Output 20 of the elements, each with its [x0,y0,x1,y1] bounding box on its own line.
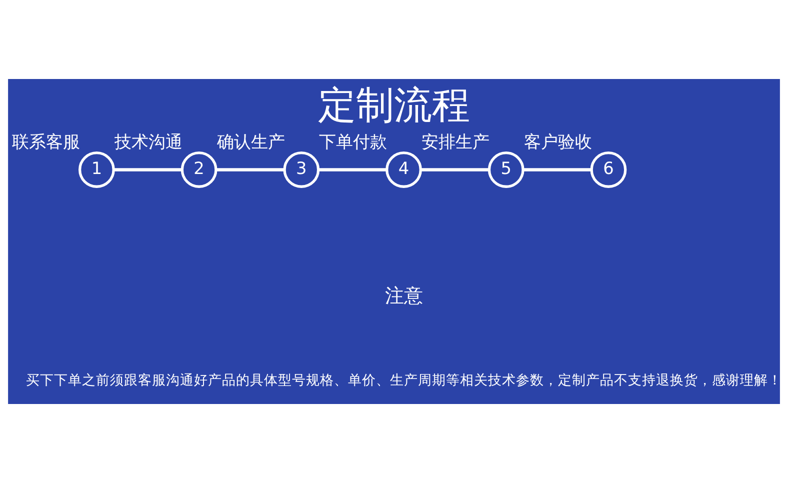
label: 买下下单之前须跟客服沟通好产品的具体型号规格、单价、生产周期等相关技术参数，定制产品不支持退换货，感谢理解！ [26,372,782,388]
connector [523,168,592,171]
connector [420,168,490,171]
node-circle: 2 [180,151,218,188]
node-label: 客户验收 [524,130,592,151]
node-circle: 4 [386,151,422,188]
connector [216,168,284,171]
node-circle: 3 [283,151,320,188]
node-circle: 5 [488,151,524,188]
node-circle: 6 [590,151,627,188]
node-label: 技术沟通 [114,130,182,151]
node-circle: 1 [78,151,115,188]
diagram-title: 定制流程 [318,82,470,126]
node-label: 安排生产 [421,130,490,151]
connector [114,168,182,171]
connector [318,168,387,171]
node-label: 下单付款 [319,130,388,151]
node-label: 确认生产 [216,130,285,151]
node-label: 联系客服 [12,130,80,151]
label: 注意 [384,284,423,307]
